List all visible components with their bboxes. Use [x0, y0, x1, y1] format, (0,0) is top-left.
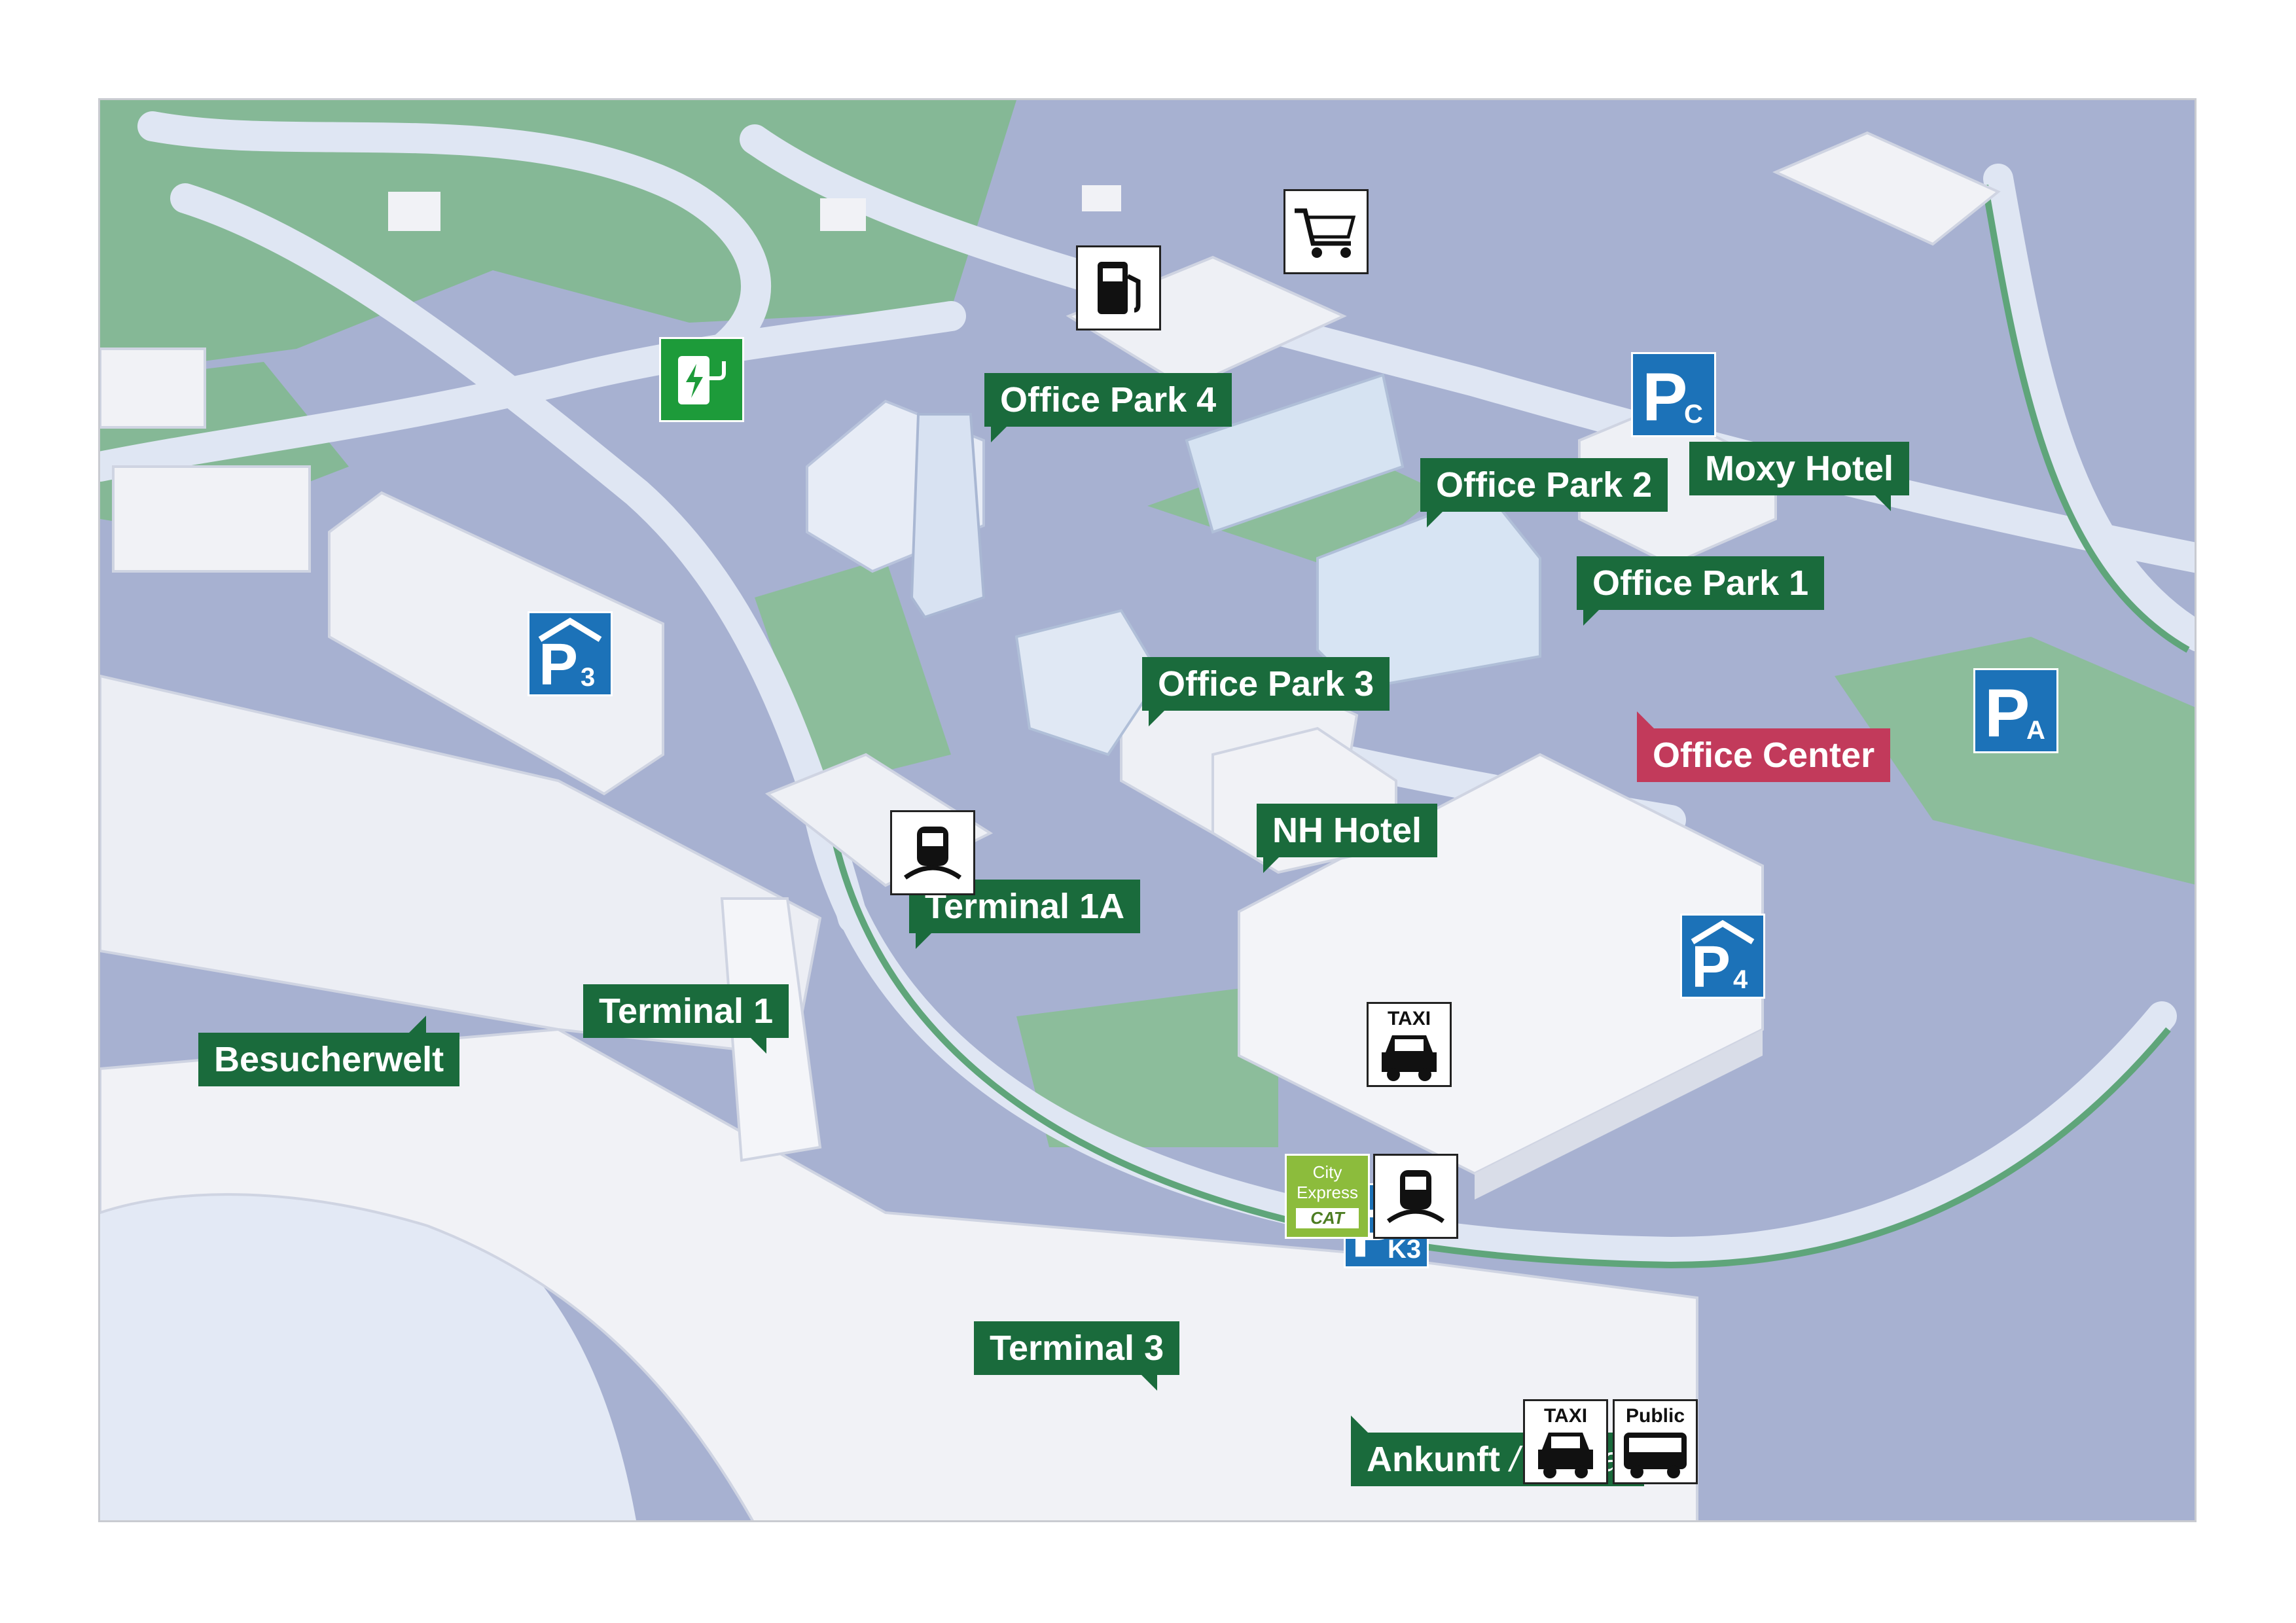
label-terminal-3[interactable]: Terminal 3: [974, 1321, 1180, 1375]
label-office-park-3[interactable]: Office Park 3: [1142, 657, 1390, 711]
taxi-icon: [1382, 1035, 1437, 1081]
fuel-station-pin[interactable]: [1076, 245, 1161, 330]
taxi-caption: TAXI: [1387, 1008, 1431, 1029]
label-pointer: [408, 1016, 426, 1034]
taxi-icon: [1538, 1433, 1593, 1478]
parking-sign-p4[interactable]: P 4: [1680, 914, 1765, 999]
airport-map: Office Park 4 Office Park 2 Moxy Hotel O…: [98, 98, 2197, 1522]
label-pointer: [1263, 855, 1282, 873]
parking-sign-p3[interactable]: P 3: [528, 611, 613, 696]
train-station-pin-cat[interactable]: [1373, 1154, 1458, 1239]
taxi-stand-pin-arrival[interactable]: TAXI: [1523, 1399, 1608, 1484]
parking-sub: A: [2026, 716, 2045, 745]
label-nh-hotel[interactable]: NH Hotel: [1257, 804, 1437, 857]
public-bus-pin[interactable]: Public: [1613, 1399, 1698, 1484]
label-pointer: [1583, 607, 1602, 626]
train-station-pin-t1[interactable]: [890, 810, 975, 895]
label-office-park-1[interactable]: Office Park 1: [1577, 556, 1825, 610]
taxi-caption: TAXI: [1543, 1405, 1588, 1427]
garage-p3: [328, 491, 664, 796]
train-icon: [1386, 1170, 1445, 1223]
label-pointer: [1873, 493, 1891, 511]
label-moxy-hotel[interactable]: Moxy Hotel: [1689, 442, 1910, 495]
city-express-line1: City: [1312, 1162, 1342, 1182]
parking-letter: P: [1691, 935, 1731, 1000]
label-office-park-2[interactable]: Office Park 2: [1420, 458, 1668, 512]
parking-sign-pc[interactable]: P C: [1631, 352, 1716, 437]
parking-sub: K3: [1388, 1235, 1422, 1264]
label-office-park-4[interactable]: Office Park 4: [984, 373, 1232, 427]
bus-icon: [1624, 1433, 1687, 1478]
parking-sub: 3: [581, 663, 596, 692]
map-background: [100, 100, 2195, 1520]
train-icon: [903, 827, 962, 880]
label-ankunft: Ankunft: [1367, 1440, 1500, 1479]
ev-charging-icon: [661, 339, 742, 420]
cat-logo: CAT: [1296, 1208, 1359, 1228]
parking-garage-icon: [1691, 919, 1755, 944]
road-north-loop: [137, 111, 771, 364]
parking-letter: P: [1984, 675, 2030, 751]
taxi-stand-pin-nh[interactable]: TAXI: [1367, 1002, 1452, 1087]
parking-sub: 4: [1733, 965, 1748, 994]
shopping-pin[interactable]: [1283, 189, 1369, 274]
parking-sign-pa[interactable]: P A: [1973, 668, 2058, 753]
label-pointer: [1139, 1372, 1157, 1391]
label-besucherwelt[interactable]: Besucherwelt: [198, 1033, 460, 1086]
terminal-building: [100, 1027, 1698, 1520]
parking-sub: C: [1684, 400, 1703, 429]
label-pointer: [916, 931, 934, 949]
label-pointer: [1351, 1416, 1369, 1434]
control-tower: [910, 413, 986, 619]
parking-letter: P: [539, 632, 579, 698]
label-pointer: [748, 1035, 766, 1054]
parking-garage-icon: [538, 617, 602, 642]
parking-letter: P: [1642, 359, 1688, 435]
public-caption: Public: [1625, 1405, 1685, 1427]
label-pointer: [1149, 708, 1167, 726]
city-express-line2: Express: [1297, 1183, 1358, 1202]
label-office-center[interactable]: Office Center: [1637, 728, 1891, 782]
water-area: [100, 1141, 636, 1520]
label-pointer: [991, 424, 1009, 442]
fuel-icon: [1098, 262, 1141, 314]
shopping-cart-icon: [1295, 208, 1356, 258]
label-pointer: [1427, 509, 1445, 527]
label-terminal-1[interactable]: Terminal 1: [583, 984, 789, 1038]
ev-charging-pin[interactable]: [659, 337, 744, 422]
label-pointer: [1637, 711, 1655, 730]
city-express-sign[interactable]: City Express CAT: [1285, 1154, 1370, 1239]
